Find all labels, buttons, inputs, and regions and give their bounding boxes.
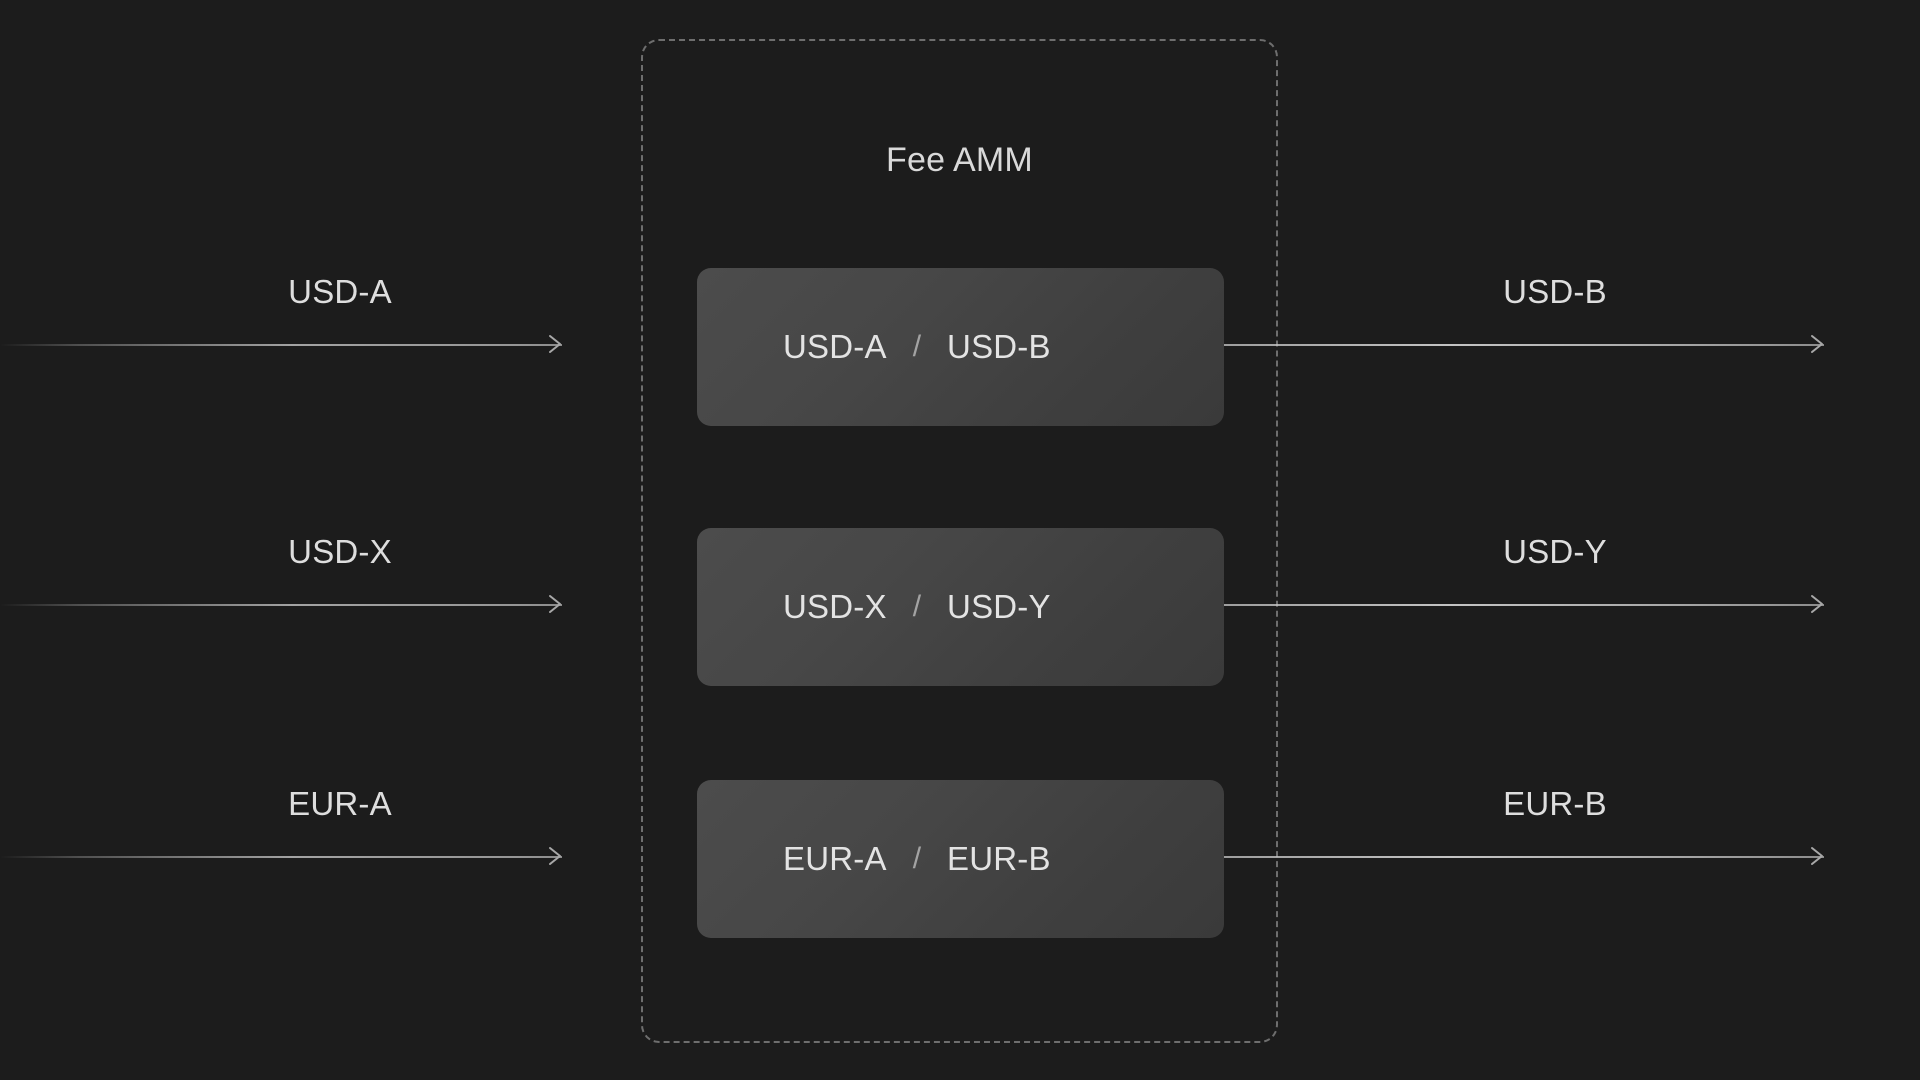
inbound-arrow-row2 <box>0 585 562 625</box>
pool-quote-token: EUR-B <box>947 840 1051 877</box>
inbound-label-row1: USD-A <box>288 273 392 310</box>
inbound-label-row2: USD-X <box>288 533 392 570</box>
pool-quote-token: USD-B <box>947 328 1051 365</box>
pool-separator: / <box>912 590 922 623</box>
pool-separator: / <box>912 842 922 875</box>
pool-quote-token: USD-Y <box>947 588 1051 625</box>
fee-amm-container <box>641 39 1278 1043</box>
outbound-arrow-row2 <box>1224 585 1824 625</box>
pool-base-token: EUR-A <box>783 840 887 877</box>
arrow-head-icon <box>1803 845 1825 867</box>
arrow-head-icon <box>1803 333 1825 355</box>
pool-card-row1[interactable]: USD-A / USD-B <box>697 268 1224 426</box>
arrow-head-icon <box>541 333 563 355</box>
pool-base-token: USD-X <box>783 588 887 625</box>
arrow-line <box>0 604 562 606</box>
arrow-head-icon <box>541 593 563 615</box>
arrow-head-icon <box>1803 593 1825 615</box>
arrow-line <box>1224 856 1824 858</box>
outbound-label-row2: USD-Y <box>1503 533 1607 570</box>
arrow-line <box>0 344 562 346</box>
arrow-head-icon <box>541 845 563 867</box>
arrow-line <box>1224 604 1824 606</box>
arrow-line <box>0 856 562 858</box>
outbound-arrow-row3 <box>1224 837 1824 877</box>
inbound-label-row3: EUR-A <box>288 785 392 822</box>
pool-separator: / <box>912 330 922 363</box>
outbound-label-row3: EUR-B <box>1503 785 1607 822</box>
pool-base-token: USD-A <box>783 328 887 365</box>
inbound-arrow-row3 <box>0 837 562 877</box>
outbound-arrow-row1 <box>1224 325 1824 365</box>
fee-amm-title: Fee AMM <box>886 141 1033 179</box>
pool-card-row2[interactable]: USD-X / USD-Y <box>697 528 1224 686</box>
outbound-label-row1: USD-B <box>1503 273 1607 310</box>
pool-card-row3[interactable]: EUR-A / EUR-B <box>697 780 1224 938</box>
inbound-arrow-row1 <box>0 325 562 365</box>
arrow-line <box>1224 344 1824 346</box>
